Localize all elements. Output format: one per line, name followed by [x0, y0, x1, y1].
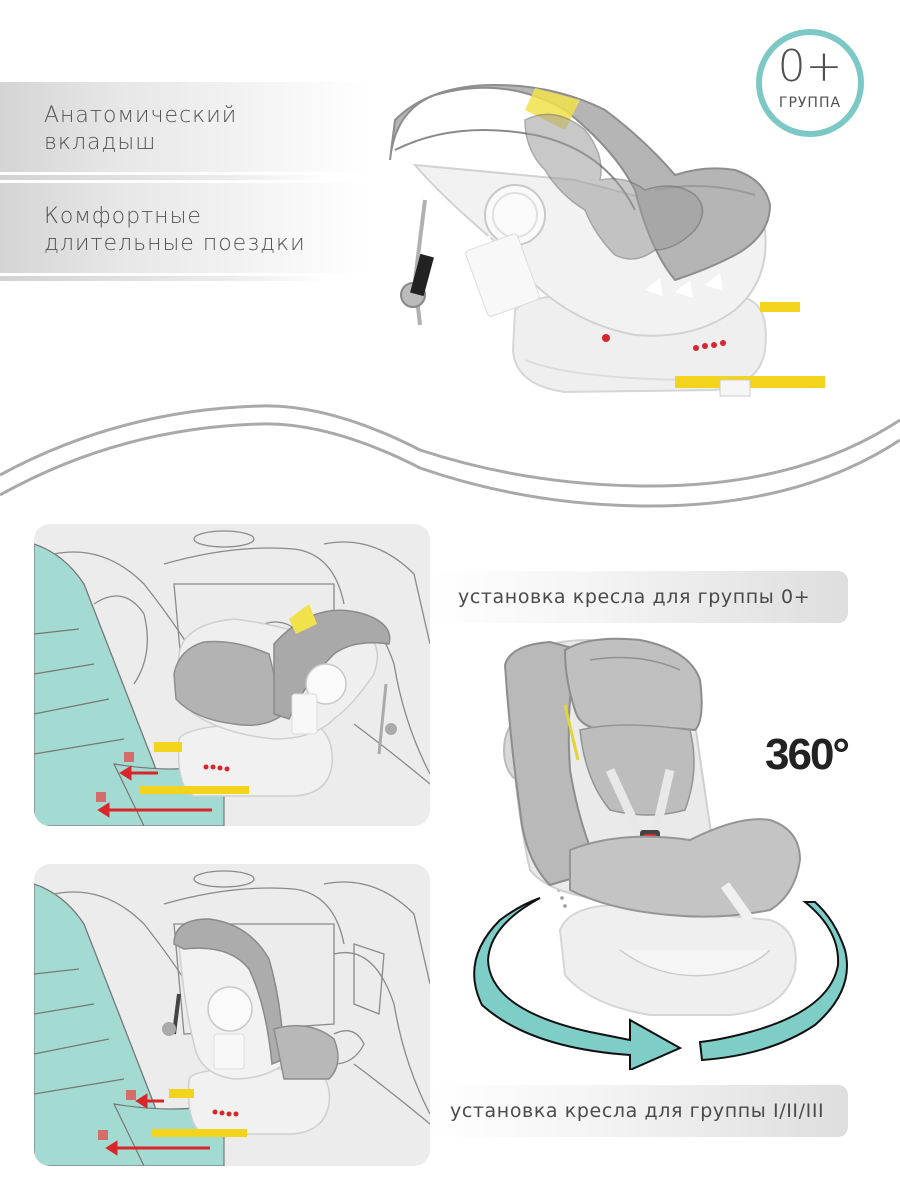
- install-scene-group-0: [34, 524, 430, 826]
- rotation-arrow-right: [698, 901, 848, 1062]
- feature-line-2: вкладыш: [44, 130, 157, 155]
- caption-install-group-1-2-3: установка кресла для группы I/II/III: [430, 1085, 848, 1137]
- car-interior-illustration: [34, 870, 430, 1166]
- group-number: 0+: [777, 41, 843, 92]
- rotation-arrow-left: [473, 897, 683, 1070]
- rotating-car-seat-image: [473, 637, 848, 1070]
- feature-band-anatomical-insert: [0, 82, 370, 172]
- group-label: ГРУППА: [778, 95, 842, 111]
- feature-comfort-trips: Комфортные длительные поездки: [44, 203, 306, 257]
- band-divider: [0, 276, 330, 281]
- caption-text: установка кресла для группы I/II/III: [450, 1100, 825, 1122]
- feature-line-1: Анатомический: [44, 103, 238, 128]
- wave-divider: [0, 404, 900, 508]
- group-badge: 0+ ГРУППА: [756, 29, 864, 137]
- caption-text: установка кресла для группы 0+: [458, 586, 811, 608]
- hero-car-seat-image: [389, 83, 825, 397]
- rotation-360-label: 360°: [765, 730, 850, 779]
- feature-line-1: Комфортные: [44, 204, 202, 229]
- band-divider: [0, 175, 330, 180]
- feature-band-comfort: [0, 183, 370, 273]
- caption-install-group-0: установка кресла для группы 0+: [430, 571, 848, 623]
- feature-line-2: длительные поездки: [44, 231, 306, 256]
- car-interior-illustration: [34, 530, 430, 826]
- feature-anatomical-insert: Анатомический вкладыш: [44, 102, 237, 156]
- install-scene-group-1-2-3: [34, 864, 430, 1166]
